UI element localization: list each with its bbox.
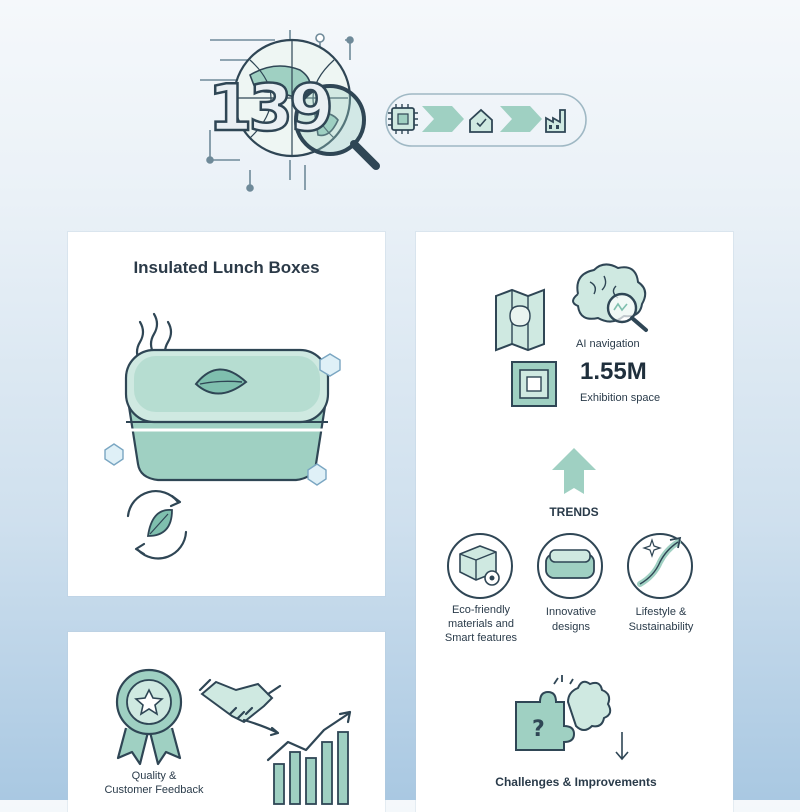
puzzle-icon: ?: [515, 675, 612, 751]
recycle-leaf-icon: [126, 490, 188, 560]
globe-icon: [232, 38, 352, 158]
eco-materials-icon: [447, 533, 513, 599]
brain-magnifier-icon: [572, 263, 648, 332]
handshake-icon: [198, 678, 282, 724]
lifestyle-sustainability-icon: [627, 533, 693, 599]
trend-2-line1: Innovative: [545, 606, 597, 618]
exhibition-stat-label: Exhibition space: [580, 392, 661, 404]
trend-1-line3: Smart features: [444, 632, 518, 644]
trend-1-line2: materials and: [447, 618, 515, 630]
magnifier-icon: [294, 84, 380, 170]
svg-text:?: ?: [532, 717, 545, 742]
exhibition-space-icon: [511, 361, 557, 407]
supply-flow-icon: [385, 93, 587, 147]
award-ribbon-icon: [115, 668, 183, 766]
brain-map-icon: [495, 288, 545, 352]
circuit-lines-icon: [200, 30, 380, 192]
trend-3-line2: Sustainability: [628, 621, 694, 633]
trend-1-line1: Eco-friendly: [451, 604, 511, 616]
header-number: 139: [207, 71, 335, 148]
stats-illustration: ?: [447, 263, 693, 761]
ice-cube-icon: [104, 353, 341, 486]
lunch-boxes-title: Insulated Lunch Boxes: [133, 258, 320, 277]
quality-illustration: [115, 668, 352, 805]
exhibition-stat-value: 1.55M: [580, 358, 647, 385]
innovative-designs-icon: [537, 533, 603, 599]
trends-label: TRENDS: [549, 505, 599, 519]
ai-navigation-label: AI navigation: [576, 338, 640, 350]
quality-label-line2: Customer Feedback: [104, 784, 204, 796]
growth-chart-icon: [266, 710, 352, 805]
header-graphic: 139: [180, 20, 620, 200]
stats-trends-card: ? AI navigation 1.55M Exhibition space T…: [416, 232, 733, 812]
quality-card: Quality & Customer Feedback: [68, 632, 385, 812]
house-icon: [469, 108, 493, 133]
challenges-label: Challenges & Improvements: [495, 775, 657, 789]
leaf-icon: [194, 368, 248, 395]
chip-icon: [388, 104, 418, 134]
down-arrow-icon: [615, 732, 629, 761]
lunch-box-icon: [104, 312, 341, 560]
trend-2-line2: designs: [552, 621, 590, 633]
lunch-boxes-card: Insulated Lunch Boxes: [68, 232, 385, 596]
trend-3-line1: Lifestyle &: [635, 606, 687, 618]
quality-label-line1: Quality &: [131, 770, 177, 782]
factory-icon: [545, 109, 566, 133]
trend-up-arrow-icon: [552, 448, 596, 494]
